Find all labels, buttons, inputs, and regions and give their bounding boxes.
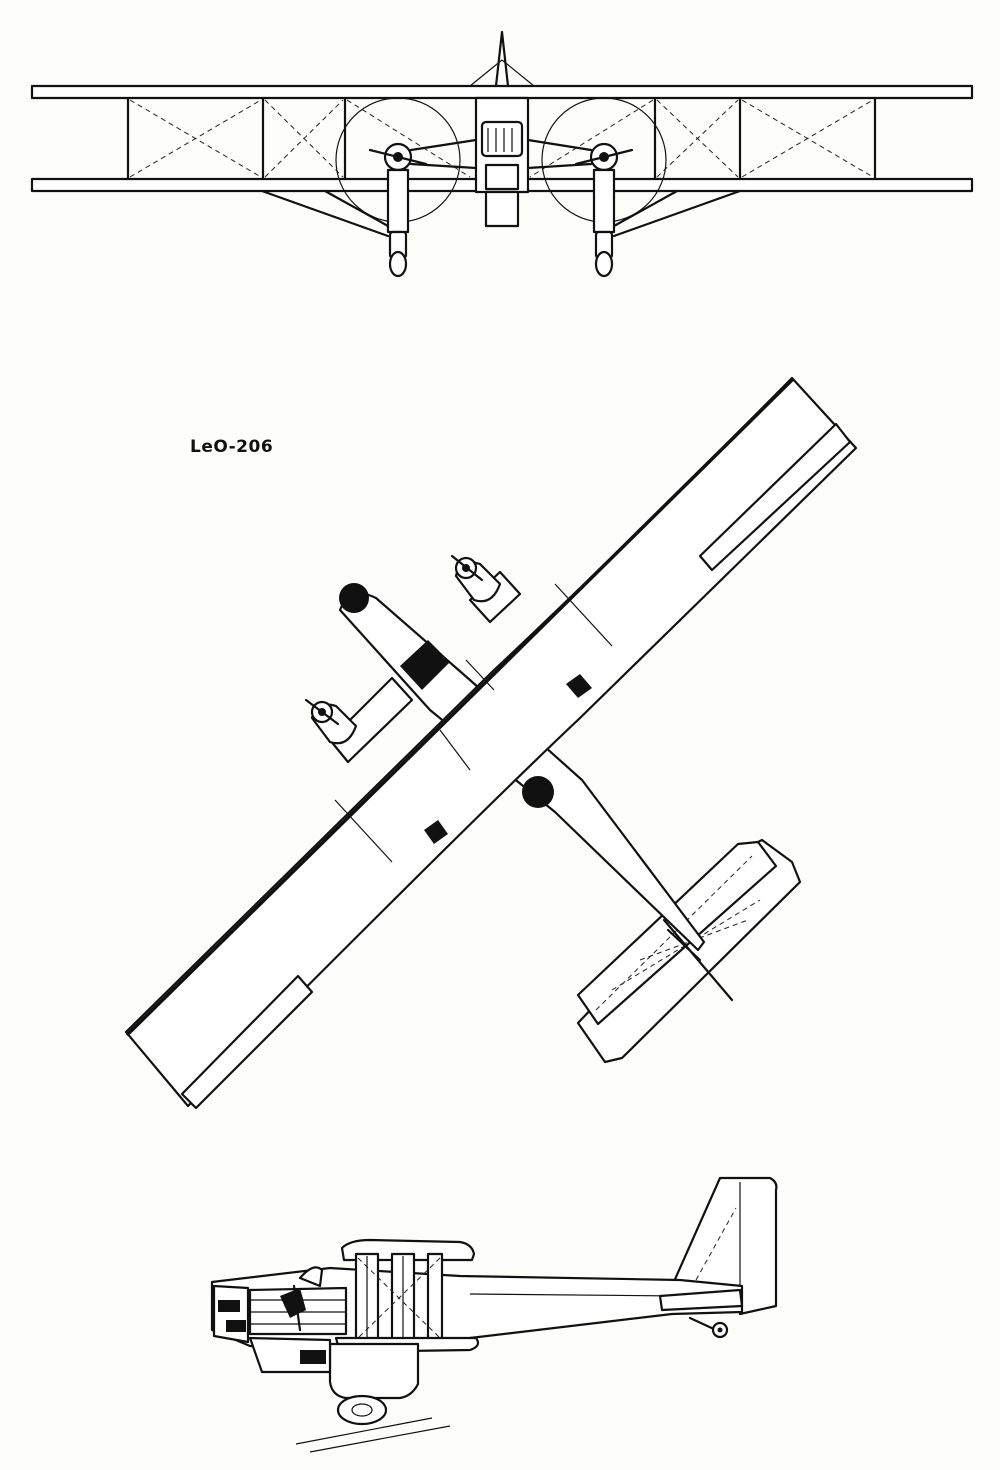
plan-right-engine-nacelle [450, 554, 522, 624]
side-view [210, 1176, 778, 1453]
plan-cockpit [400, 640, 450, 690]
front-fin [494, 30, 510, 88]
aircraft-designation-label: LeO-206 [190, 437, 274, 457]
side-ground-lines [295, 1417, 451, 1453]
front-interplane-struts [126, 96, 877, 181]
front-left-engine [368, 142, 428, 278]
front-nose-gondola [484, 190, 520, 228]
side-nose [212, 1284, 250, 1344]
side-propeller [292, 1284, 302, 1332]
side-interplane-struts [354, 1252, 444, 1344]
plan-dorsal-turret [522, 776, 554, 808]
plan-nose-turret [339, 583, 369, 613]
plan-left-wheel [424, 820, 448, 844]
plan-right-wheel [566, 674, 592, 698]
front-bracing-wires [129, 99, 874, 178]
front-right-engine [574, 142, 634, 278]
plan-view [124, 376, 858, 1110]
plan-left-aileron [180, 974, 314, 1110]
side-windscreen [298, 1266, 324, 1288]
front-undercarriage-struts [260, 189, 742, 238]
plan-left-wing-joint [334, 799, 393, 863]
plan-fin [662, 918, 734, 1002]
front-upper-wing [30, 84, 974, 100]
side-fin-rudder [670, 1176, 778, 1316]
side-undercarriage-fairing [328, 1342, 420, 1400]
side-tailplane [658, 1288, 744, 1312]
plan-right-aileron [698, 422, 852, 572]
plan-main-wing [124, 376, 858, 1108]
front-engine-struts [409, 138, 593, 170]
side-main-wheel [336, 1394, 388, 1426]
plan-right-wing-joint [554, 583, 613, 647]
front-view [30, 30, 974, 278]
plan-left-engine-nacelle [304, 676, 414, 764]
side-tail-wheel [688, 1316, 729, 1339]
